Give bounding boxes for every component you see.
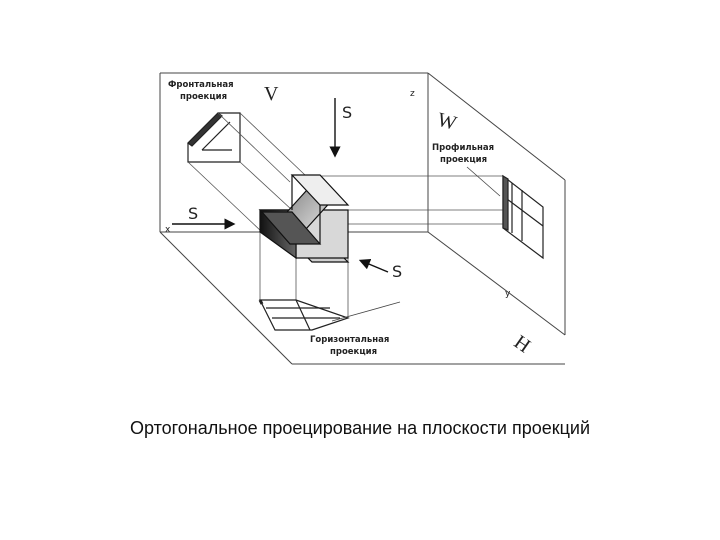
axis-y-label: y xyxy=(505,289,511,299)
frontal-label-line2: проекция xyxy=(180,92,227,102)
figure-caption: Ортогональное проецирование на плоскости… xyxy=(129,418,591,438)
frontal-projection-shape xyxy=(187,112,241,163)
horizontal-projection-shape xyxy=(258,299,350,331)
projection-diagram: Фронтальная проекция Профильная проекция… xyxy=(159,72,566,365)
frontal-label-line1: Фронтальная xyxy=(168,80,234,90)
horizontal-label-line2: проекция xyxy=(330,347,377,357)
horizontal-label-line1: Горизонтальная xyxy=(310,335,389,345)
plane-w-label: W xyxy=(435,109,459,135)
profile-label-line1: Профильная xyxy=(432,143,494,153)
leader-lines xyxy=(331,166,501,322)
axis-x-label: x xyxy=(165,225,171,235)
profile-plane-w xyxy=(427,72,566,335)
s-label-horizontal: S xyxy=(188,204,198,223)
projector-lines-profile xyxy=(320,175,503,225)
s-label-diagonal: S xyxy=(392,262,402,281)
arrow-s-diagonal xyxy=(358,258,389,273)
central-object xyxy=(258,174,350,263)
frontal-plane-v xyxy=(159,72,428,232)
direction-arrows xyxy=(172,98,389,273)
projector-lines-horizontal xyxy=(259,232,349,318)
profile-label-line2: проекция xyxy=(440,155,487,165)
s-label-vertical: S xyxy=(342,103,352,122)
profile-projection-shape xyxy=(502,174,544,260)
axis-z-label: z xyxy=(410,89,415,99)
plane-v-label: V xyxy=(264,83,279,105)
projector-lines-front xyxy=(187,112,306,233)
plane-h-label: H xyxy=(510,331,534,357)
